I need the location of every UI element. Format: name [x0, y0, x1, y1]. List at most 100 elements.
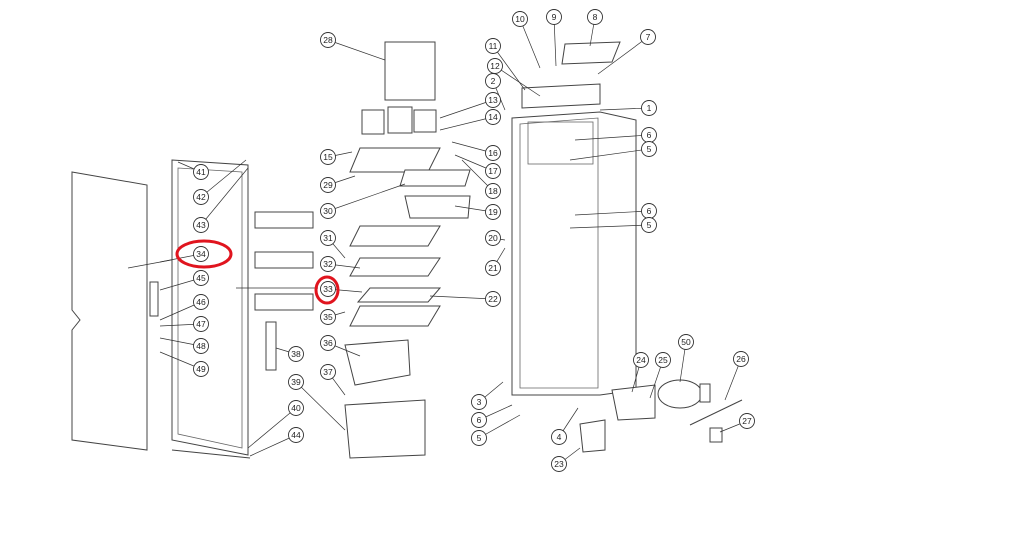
callout-circle: [193, 246, 209, 262]
callout-number: 6: [647, 130, 652, 140]
callout-circle: [587, 9, 603, 25]
callout-number: 16: [488, 148, 498, 158]
callout-27: 27: [719, 413, 755, 433]
leader-line: [249, 434, 297, 457]
callout-20: 20: [485, 230, 506, 246]
callout-29: 29: [320, 175, 356, 193]
callout-5: 5: [569, 141, 657, 161]
callout-circle: [485, 38, 501, 54]
callout-number: 21: [488, 263, 498, 273]
callout-number: 7: [646, 32, 651, 42]
callout-circle: [288, 346, 304, 362]
callout-42: 42: [193, 159, 247, 205]
leader-line: [574, 210, 650, 216]
callout-number: 24: [636, 355, 646, 365]
callout-46: 46: [159, 294, 209, 321]
callout-number: 13: [488, 95, 498, 105]
callout-6: 6: [471, 404, 513, 428]
leader-line: [519, 18, 541, 69]
callout-number: 37: [323, 367, 333, 377]
callout-18: 18: [461, 159, 501, 199]
callout-15: 15: [320, 149, 353, 165]
callout-circle: [320, 281, 336, 297]
callout-22: 22: [429, 291, 501, 307]
callout-circle: [641, 100, 657, 116]
callout-circle: [193, 316, 209, 332]
leader-line: [599, 107, 650, 111]
callout-45: 45: [159, 270, 209, 291]
callout-circle: [485, 163, 501, 179]
callout-circle: [551, 456, 567, 472]
callout-12: 12: [487, 58, 541, 97]
callout-circle: [320, 177, 336, 193]
callout-36: 36: [320, 335, 361, 357]
callout-number: 19: [488, 207, 498, 217]
callout-circle: [320, 203, 336, 219]
callout-number: 15: [323, 152, 333, 162]
callout-number: 47: [196, 319, 206, 329]
callout-number: 6: [477, 415, 482, 425]
callout-circle: [551, 429, 567, 445]
callout-43: 43: [193, 167, 249, 233]
callout-40: 40: [247, 400, 304, 449]
callout-14: 14: [439, 109, 501, 131]
leader-line: [439, 99, 494, 119]
callout-4: 4: [551, 407, 579, 445]
callout-38: 38: [275, 346, 304, 362]
callout-circle: [288, 374, 304, 390]
highlight-part-33: [314, 275, 340, 305]
callout-16: 16: [451, 141, 501, 161]
callout-number: 39: [291, 377, 301, 387]
callout-circle: [678, 334, 694, 350]
callout-circle: [193, 338, 209, 354]
callout-number: 41: [196, 167, 206, 177]
callout-circle: [485, 291, 501, 307]
callout-3: 3: [471, 381, 504, 410]
callout-number: 23: [554, 459, 564, 469]
leader-line: [200, 167, 249, 226]
callout-circle: [485, 260, 501, 276]
callout-circle: [288, 400, 304, 416]
callout-49: 49: [159, 351, 209, 377]
door-shelves: [236, 211, 318, 371]
callout-47: 47: [159, 316, 209, 332]
callout-circle: [471, 394, 487, 410]
callout-13: 13: [439, 92, 501, 119]
callout-circle: [320, 230, 336, 246]
callout-number: 30: [323, 206, 333, 216]
callout-number: 6: [647, 206, 652, 216]
callout-30: 30: [320, 183, 406, 219]
callout-number: 2: [491, 76, 496, 86]
callout-number: 29: [323, 180, 333, 190]
callout-circle: [485, 73, 501, 89]
callout-34: 34: [159, 246, 209, 263]
callout-circle: [733, 351, 749, 367]
callout-circle: [485, 109, 501, 125]
callout-28: 28: [320, 32, 386, 61]
callout-41: 41: [177, 161, 209, 180]
callout-number: 44: [291, 430, 301, 440]
leader-line: [327, 183, 406, 212]
callout-circle: [193, 361, 209, 377]
callout-number: 10: [515, 14, 525, 24]
callout-circle: [288, 427, 304, 443]
compressor-parts: [579, 379, 743, 453]
door-frame: [149, 159, 251, 459]
leader-line: [597, 36, 649, 75]
callout-9: 9: [546, 9, 562, 67]
callout-number: 3: [477, 397, 482, 407]
callout-number: 32: [323, 259, 333, 269]
callout-number: 42: [196, 192, 206, 202]
callout-number: 14: [488, 112, 498, 122]
callout-8: 8: [587, 9, 603, 47]
callout-circle: [471, 412, 487, 428]
callout-number: 4: [557, 432, 562, 442]
callout-circle: [193, 189, 209, 205]
callout-number: 5: [647, 144, 652, 154]
callout-number: 50: [681, 337, 691, 347]
callout-23: 23: [551, 447, 581, 472]
callout-number: 34: [196, 249, 206, 259]
leader-line: [553, 16, 557, 67]
callout-circle: [193, 270, 209, 286]
